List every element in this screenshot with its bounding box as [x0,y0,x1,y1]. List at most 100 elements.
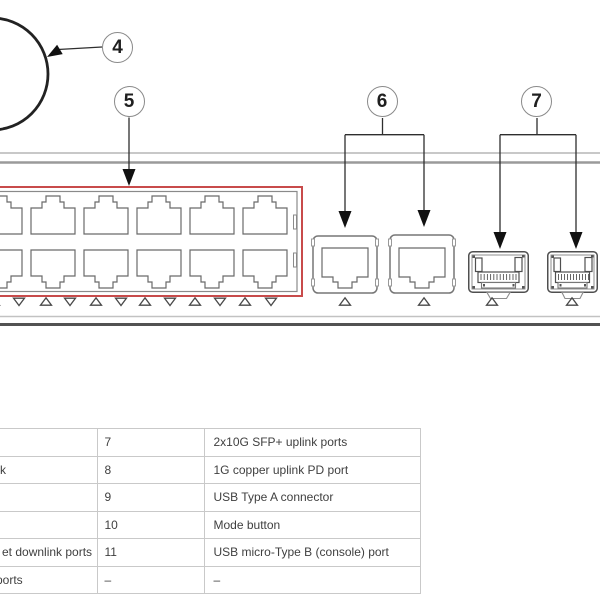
chassis-edges [0,152,600,326]
arrowhead-icon [122,169,136,186]
callout-5-label: 5 [123,91,135,112]
table-row: ports – – [0,565,421,594]
triangle-up-icon [565,296,579,306]
sfp-dot [559,284,562,287]
table-row: 7 2x10G SFP+ uplink ports [0,428,421,457]
downlink-highlight-box [0,186,303,297]
callout-7: 7 [521,85,552,117]
table-row: k 8 1G copper uplink PD port [0,455,421,484]
table-row: et downlink ports 11 USB micro-Type B (c… [0,538,421,567]
sfp-port-icon [468,251,529,300]
bezel-clip [311,278,315,287]
table-cell-left-fragment [0,483,98,512]
table-cell-left-fragment [0,428,98,457]
table-cell-left-fragment [0,510,98,539]
bezel-outline [0,190,298,293]
led-triangles [0,296,579,307]
downlink-ports [0,195,288,289]
triangle-down-icon [213,297,227,307]
bezel-clip [293,214,297,230]
leader-bracket-6 [344,118,425,211]
table-row: 10 Mode button [0,510,421,539]
triangle-up-icon [188,296,202,306]
triangle-down-icon [163,297,177,307]
bezel-clip [375,238,379,247]
callout-arrowheads [47,44,583,249]
table-cell-left-fragment: et downlink ports [0,538,98,567]
downlink-port-icon [189,249,235,289]
bezel-clip [293,252,297,268]
sfp-connector-pins [480,274,517,280]
bezel-clip [388,238,392,247]
triangle-up-icon [417,296,431,306]
sfp-dot [472,286,475,289]
table-cell-number: 7 [96,428,205,457]
table-cell-description: – [203,565,421,594]
bezel-clip [375,278,379,287]
arrowhead-icon [569,232,583,249]
sfp-base [557,281,588,289]
downlink-port-icon [83,195,129,235]
table-cell-left-fragment: ports [0,565,98,594]
table-cell-number: 11 [96,538,205,567]
sfp-pull-tab [561,291,584,300]
triangle-up-icon [138,296,152,306]
arrowhead-icon [47,44,63,57]
callout-7-label: 7 [531,90,542,112]
downlink-port-icon [136,249,182,289]
sfp-cage-inner [550,254,595,290]
downlink-port-icon [30,195,76,235]
downlink-port-icon [189,195,235,235]
sfp-dot [551,286,554,289]
downlink-port-icon [242,195,288,235]
zoom-detail-circle [0,17,50,131]
bezel-clip [452,278,456,287]
sfp-connector [554,271,591,284]
bezel-clip [388,278,392,287]
downlink-port-icon [0,249,23,289]
sfp-latch [514,256,523,273]
downlink-port-icon [83,249,129,289]
table-cell-left-fragment: k [0,455,98,484]
table-cell-number: 8 [96,455,205,484]
downlink-port-icon [0,195,23,235]
table-cell-description: 2x10G SFP+ uplink ports [203,428,421,457]
downlink-port-icon [30,249,76,289]
sfp-dot [483,284,485,287]
triangle-down-icon [114,297,128,307]
table-cell-description: USB micro-Type B (console) port [203,538,421,567]
sfp-pull-tab [486,291,511,300]
leader-line-4 [57,46,103,51]
sfp-dot [472,255,475,258]
triangle-up-icon [89,296,103,306]
table-row: 9 USB Type A connector [0,483,421,512]
triangle-up-icon [338,296,352,306]
table-cell-description: Mode button [203,510,421,539]
triangle-up-icon [238,296,252,306]
sfp-cage-inner [471,254,526,290]
triangle-down-icon [12,297,26,307]
callout-5: 5 [113,86,145,117]
sfp-dot [522,255,525,258]
table-cell-description: USB Type A connector [203,483,421,512]
sfp-dot [591,255,594,258]
sfp-connector-pins [558,274,589,280]
sfp-port-icon [547,251,598,300]
table-cell-number: – [96,565,205,594]
arrowhead-icon [338,211,352,228]
sfp-dot [551,255,554,258]
sfp-dot [512,284,515,287]
sfp-latch [584,256,593,273]
triangle-down-icon [63,297,77,307]
legend-table: 7 2x10G SFP+ uplink ports k 8 1G copper … [0,428,421,594]
bezel-clip [311,238,315,247]
sfp-latch [474,257,483,273]
leader-bracket-7 [499,118,577,232]
callout-leaders [57,46,577,232]
triangle-up-icon [39,296,53,306]
triangle-up-icon [485,296,499,306]
downlink-port-icon [242,249,288,289]
sfp-base [480,281,517,289]
triangle-down-icon [264,297,278,307]
